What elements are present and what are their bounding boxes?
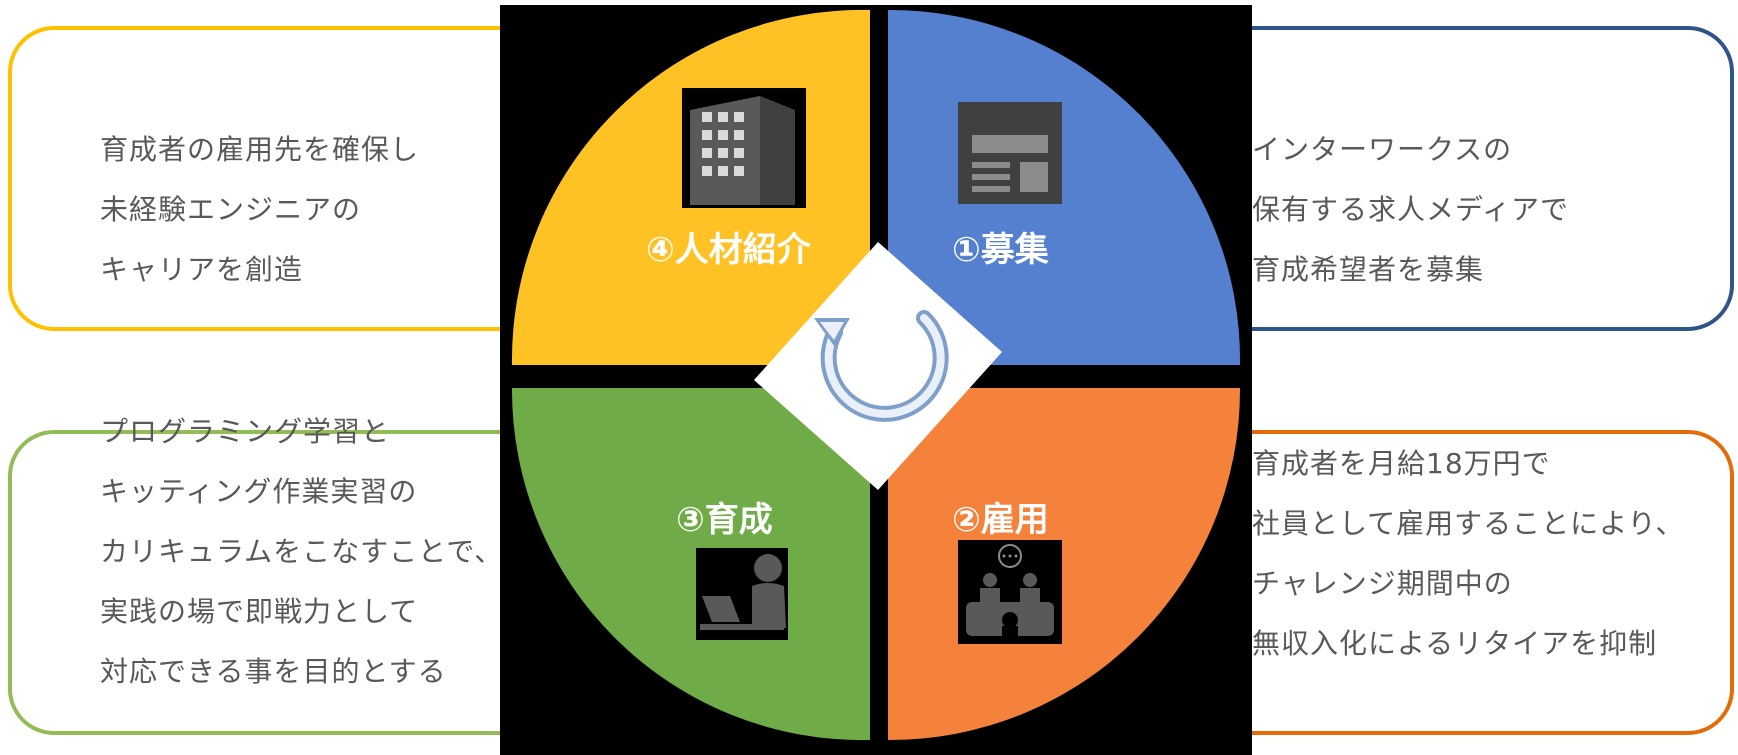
cycle-arrow-icon [814, 310, 949, 422]
train-label: ③育成 [676, 500, 773, 540]
employ-line: 社員として雇用することにより、 [1252, 507, 1685, 540]
placement-line: キャリアを創造 [100, 253, 304, 286]
train-line: キッティング作業実習の [100, 475, 418, 508]
recruit-line: 育成希望者を募集 [1252, 253, 1485, 286]
recruit-description: インターワークスの 保有する求人メディアで 育成希望者を募集 [1252, 120, 1569, 300]
placement-description: 育成者の雇用先を確保し 未経験エンジニアの キャリアを創造 [100, 120, 419, 300]
train-line: カリキュラムをこなすことで、 [100, 535, 504, 568]
recruit-label: ①募集 [952, 230, 1049, 270]
employ-line: 無収入化によるリタイアを抑制 [1252, 627, 1658, 660]
placement-description-box: 育成者の雇用先を確保し 未経験エンジニアの キャリアを創造 [8, 26, 560, 331]
center-diamond [754, 242, 1002, 490]
train-description-box: プログラミング学習と キッティング作業実習の カリキュラムをこなすことで、 実践… [8, 415, 560, 735]
employ-description: 育成者を月給18万円で 社員として雇用することにより、 チャレンジ期間中の 無収… [1252, 434, 1684, 674]
laptop-user-icon [696, 548, 788, 640]
train-line: 実践の場で即戦力として [100, 595, 419, 628]
train-description: プログラミング学習と キッティング作業実習の カリキュラムをこなすことで、 実践… [100, 402, 503, 702]
recruit-line: インターワークスの [1252, 133, 1513, 166]
employ-description-box: 育成者を月給18万円で 社員として雇用することにより、 チャレンジ期間中の 無収… [1182, 430, 1734, 735]
employ-line: 育成者を月給18万円で [1252, 447, 1551, 480]
newspaper-icon [958, 102, 1062, 204]
placement-label: ④人材紹介 [646, 230, 811, 270]
employ-label: ②雇用 [952, 500, 1049, 540]
building-icon [682, 88, 806, 208]
train-line: 対応できる事を目的とする [100, 655, 447, 688]
train-quadrant [511, 388, 870, 741]
employ-quadrant [888, 388, 1241, 741]
recruit-line: 保有する求人メディアで [1252, 193, 1570, 226]
recruit-quadrant [888, 9, 1241, 365]
meeting-icon [958, 540, 1062, 644]
placement-line: 未経験エンジニアの [100, 193, 362, 226]
placement-line: 育成者の雇用先を確保し [100, 133, 420, 166]
train-line: プログラミング学習と [100, 415, 391, 448]
employ-line: チャレンジ期間中の [1252, 567, 1513, 600]
